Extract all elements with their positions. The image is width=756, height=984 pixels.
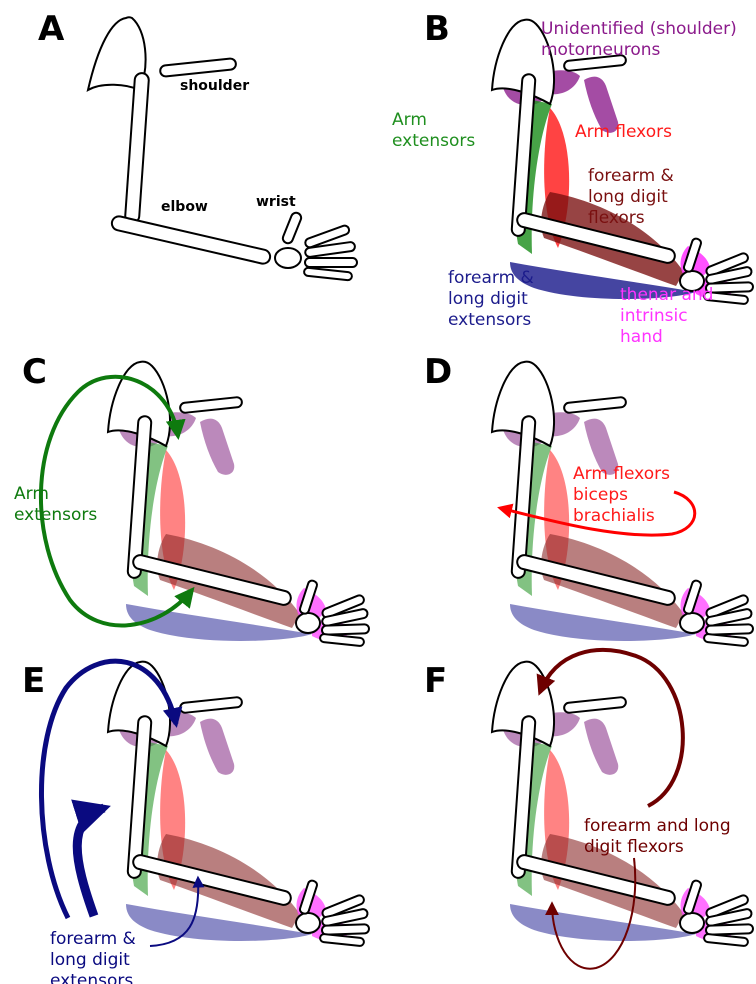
panel-d: D Arm flexors biceps brachialis (424, 352, 753, 646)
hand-muscles-label: thenar and intrinsic hand (620, 285, 719, 347)
panel-label-d: D (424, 352, 452, 392)
wrist-label: wrist (256, 194, 296, 210)
panel-b: B Unidentified (shoulder) motorneurons A… (392, 9, 753, 347)
panel-a: A shoulder elbow wrist (38, 9, 357, 280)
shoulder-label: shoulder (180, 78, 249, 94)
arm-extensors-label-c: Arm extensors (14, 484, 97, 525)
panel-e: E forearm & long digit extensors (22, 661, 369, 984)
panel-c: C Arm extensors (14, 352, 369, 646)
forearm-extensors-label-e: forearm & long digit extensors (50, 929, 141, 984)
panel-label-c: C (22, 352, 47, 392)
arm-b (492, 20, 753, 305)
arm-flexors-label-d: Arm flexors biceps brachialis (573, 464, 675, 526)
extensor-arrow-e-inner (77, 808, 104, 916)
arm-extensors-label: Arm extensors (392, 110, 475, 151)
forearm-flexors-label: forearm & long digit flexors (588, 166, 679, 228)
panel-label-b: B (424, 9, 450, 49)
elbow-label: elbow (161, 199, 208, 215)
arm-f (492, 662, 753, 947)
arm-c (108, 362, 369, 647)
arm-flexors-label: Arm flexors (575, 122, 672, 142)
panel-label-e: E (22, 661, 45, 701)
panel-label-a: A (38, 9, 65, 49)
forearm-flexors-label-f: forearm and long digit flexors (584, 816, 736, 857)
forearm-extensors-label: forearm & long digit extensors (448, 268, 539, 330)
shoulder-motoneurons-label: Unidentified (shoulder) motorneurons (541, 19, 742, 60)
panel-label-f: F (424, 661, 447, 701)
skeleton-a (88, 17, 357, 280)
panel-f: F forearm and long digit flexors (424, 650, 753, 969)
arm-e (108, 662, 369, 947)
